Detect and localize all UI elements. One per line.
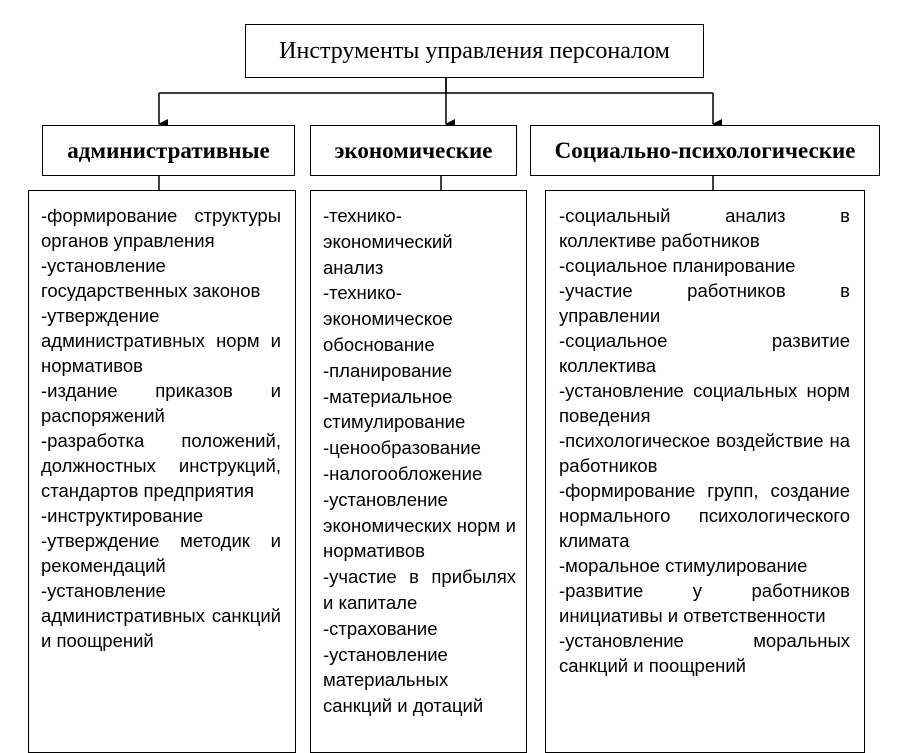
list-item: -технико-экономический анализ <box>323 205 453 278</box>
list-item: -моральное стимулирование <box>559 555 808 576</box>
list-item: -развитие у работников инициативы и отве… <box>559 580 850 626</box>
list-item: -участие в прибылях и капитале <box>323 566 516 613</box>
list-item: -планирование <box>323 359 453 381</box>
list-item: -формирование групп, создание нормальног… <box>559 480 850 551</box>
list-item: -установление государственных законов <box>41 255 261 301</box>
list-item: -формирование структуры органов управлен… <box>41 205 281 251</box>
header-economic: экономические <box>310 125 517 176</box>
list-item: -инструктирование <box>41 505 204 526</box>
list-item: -установление административных санкций и… <box>41 580 281 651</box>
list-item: -технико-экономическое обоснование <box>323 282 453 355</box>
list-social-psychological: -социальный анализ в коллективе работник… <box>545 190 865 753</box>
list-item: -ценообразование <box>323 437 481 459</box>
header-social-psychological: Социально-психологические <box>530 125 880 176</box>
list-item: -установление социальных норм поведения <box>559 380 850 426</box>
list-item: -установление материальных санкций и дот… <box>323 643 484 717</box>
list-administrative: -формирование структуры органов управлен… <box>28 190 296 753</box>
list-item: -психологическое воздействие на работник… <box>559 430 850 476</box>
list-item: -установление экономических норм и норма… <box>323 488 516 562</box>
list-item: -утверждение методик и рекомендаций <box>41 530 281 576</box>
list-item: -социальный анализ в коллективе работник… <box>559 205 850 251</box>
list-item: -установление моральных санкций и поощре… <box>559 630 850 676</box>
list-item: -налогообложение <box>323 462 483 484</box>
list-item: -издание приказов и распоряжений <box>41 380 281 426</box>
list-item: -утверждение административных норм и нор… <box>41 305 281 376</box>
list-economic: -технико-экономический анализ -технико-э… <box>310 190 527 753</box>
list-item: -страхование <box>323 617 438 639</box>
diagram-title: Инструменты управления персоналом <box>245 24 704 78</box>
list-item: -материальное стимулирование <box>323 385 466 433</box>
list-item: -участие работников в управлении <box>559 280 850 326</box>
list-item: -разработка положений, должностных инстр… <box>41 430 281 501</box>
header-administrative: административные <box>42 125 295 176</box>
list-item: -социальное развитие коллектива <box>559 330 850 376</box>
list-item: -социальное планирование <box>559 255 796 276</box>
